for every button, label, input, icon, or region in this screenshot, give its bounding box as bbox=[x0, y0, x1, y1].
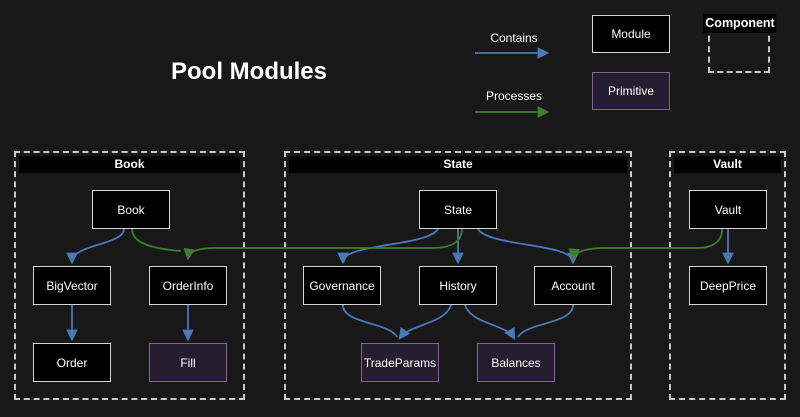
node-order: Order bbox=[33, 343, 111, 382]
container-state-title: State bbox=[289, 156, 627, 173]
node-order-label: Order bbox=[56, 355, 88, 370]
container-vault: Vault bbox=[669, 151, 786, 400]
node-fill: Fill bbox=[149, 343, 227, 382]
container-vault-title: Vault bbox=[674, 156, 781, 173]
node-bigvector-label: BigVector bbox=[46, 278, 98, 293]
node-deepprice: DeepPrice bbox=[689, 266, 767, 305]
legend-module-label: Module bbox=[611, 27, 651, 41]
node-tradeparams: TradeParams bbox=[361, 343, 439, 382]
node-account: Account bbox=[534, 266, 612, 305]
node-bigvector: BigVector bbox=[33, 266, 111, 305]
node-balances: Balances bbox=[477, 343, 555, 382]
legend-processes-label: Processes bbox=[485, 89, 543, 103]
node-history: History bbox=[419, 266, 497, 305]
legend-contains-label: Contains bbox=[490, 31, 538, 45]
node-state-label: State bbox=[443, 202, 473, 217]
node-fill-label: Fill bbox=[180, 355, 196, 370]
node-book: Book bbox=[92, 190, 170, 229]
node-orderinfo-label: OrderInfo bbox=[162, 278, 214, 293]
node-governance: Governance bbox=[303, 266, 381, 305]
node-governance-label: Governance bbox=[309, 278, 375, 293]
legend-primitive-label: Primitive bbox=[607, 84, 654, 98]
legend-component-label: Component bbox=[703, 14, 777, 33]
node-tradeparams-label: TradeParams bbox=[363, 355, 437, 370]
legend-primitive-node: Primitive bbox=[592, 72, 670, 110]
node-vault: Vault bbox=[689, 190, 767, 229]
node-vault-label: Vault bbox=[714, 202, 742, 217]
node-account-label: Account bbox=[551, 278, 595, 293]
container-state: State bbox=[284, 151, 632, 400]
node-book-label: Book bbox=[117, 202, 145, 217]
container-book: Book bbox=[14, 151, 245, 400]
node-orderinfo: OrderInfo bbox=[149, 266, 227, 305]
node-state: State bbox=[419, 190, 497, 229]
node-history-label: History bbox=[439, 278, 477, 293]
node-deepprice-label: DeepPrice bbox=[699, 278, 757, 293]
node-balances-label: Balances bbox=[491, 355, 541, 370]
diagram-title: Pool Modules bbox=[171, 58, 327, 85]
legend-module-node: Module bbox=[592, 15, 670, 53]
container-book-title: Book bbox=[19, 156, 240, 173]
